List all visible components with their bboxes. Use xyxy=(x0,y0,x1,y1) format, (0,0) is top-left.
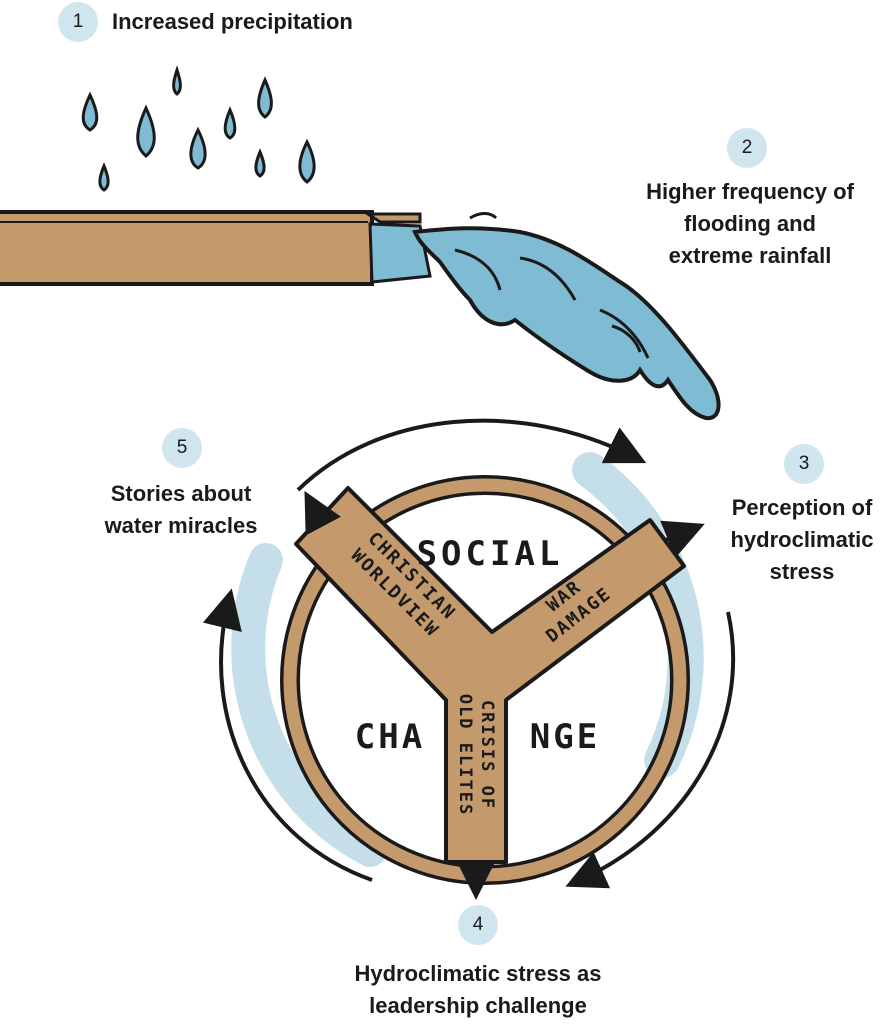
water-splash-icon xyxy=(412,212,721,421)
y-branch-icon xyxy=(294,486,705,900)
step-5-number: 5 xyxy=(176,437,188,458)
step-3-line-2: hydroclimatic xyxy=(730,527,874,552)
cycle-arrow-icon xyxy=(202,588,373,882)
step-4-number: 4 xyxy=(472,914,484,935)
raindrop-icon xyxy=(81,91,99,132)
raindrop-icon xyxy=(254,148,266,178)
pipe-icon xyxy=(0,210,432,286)
step-4-line-2: leadership challenge xyxy=(369,993,587,1018)
step-3-badge: 3 xyxy=(784,444,824,484)
step-5-line-2: water miracles xyxy=(104,513,258,538)
raindrop-icon xyxy=(223,106,237,140)
step-2-badge: 2 xyxy=(727,128,767,168)
step-2-line-1: Higher frequency of xyxy=(646,179,854,204)
branch-bottom-line-1: CRISIS OF xyxy=(477,700,497,810)
step-1-number: 1 xyxy=(72,11,84,32)
wheel-top-word: SOCIAL xyxy=(417,534,564,574)
step-1-line: Increased precipitation xyxy=(112,9,353,34)
wheel-left-word: CHA xyxy=(355,717,425,757)
raindrop-icon xyxy=(189,126,207,170)
step-3-line-1: Perception of xyxy=(731,495,873,520)
step-5-badge: 5 xyxy=(162,428,202,468)
raindrop-icon xyxy=(172,65,182,96)
step-1-label: Increased precipitation xyxy=(112,6,353,38)
cycle-arrow-icon xyxy=(565,611,736,889)
step-1-badge: 1 xyxy=(58,2,98,42)
step-3-label: Perception of hydroclimatic stress xyxy=(718,492,886,588)
cycle-arrow-icon xyxy=(296,418,647,492)
raindrops xyxy=(81,65,316,192)
raindrop-icon xyxy=(257,76,273,119)
step-2-number: 2 xyxy=(741,137,753,158)
step-4-badge: 4 xyxy=(458,905,498,945)
step-2-line-2: flooding and xyxy=(684,211,816,236)
step-3-number: 3 xyxy=(798,453,810,474)
raindrop-icon xyxy=(298,138,316,184)
step-4-label: Hydroclimatic stress as leadership chall… xyxy=(300,958,656,1022)
step-2-label: Higher frequency of flooding and extreme… xyxy=(620,176,880,272)
step-5-label: Stories about water miracles xyxy=(88,478,274,542)
step-2-line-3: extreme rainfall xyxy=(668,243,832,268)
step-4-line-1: Hydroclimatic stress as xyxy=(354,961,602,986)
branch-bottom-line-2: OLD ELITES xyxy=(455,694,475,816)
cycle-arrows xyxy=(202,418,736,889)
raindrop-icon xyxy=(98,162,110,192)
step-5-line-1: Stories about xyxy=(110,481,252,506)
raindrop-icon xyxy=(136,104,156,158)
step-3-line-3: stress xyxy=(769,559,835,584)
wheel-right-word: NGE xyxy=(530,717,600,757)
